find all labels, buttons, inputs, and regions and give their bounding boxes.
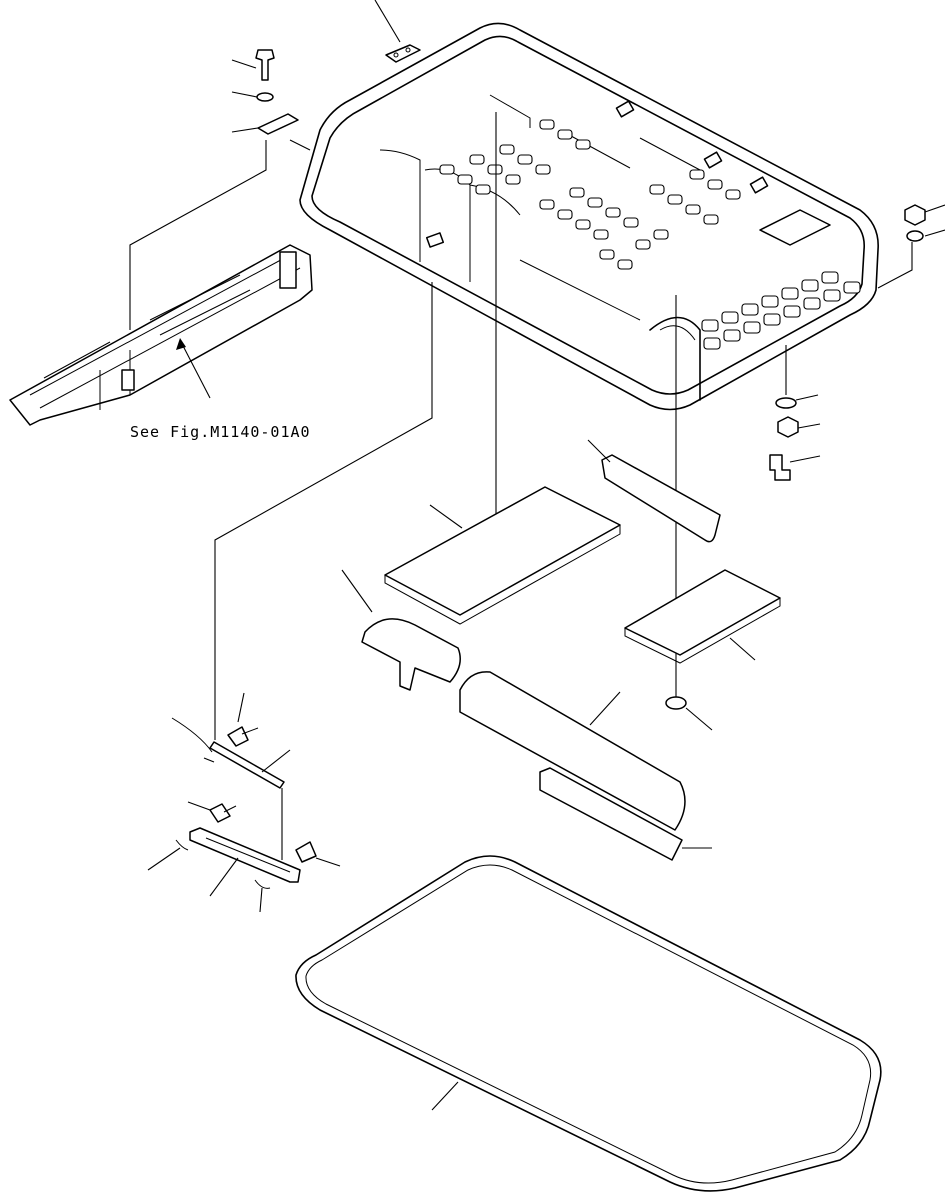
washer-lower: [775, 394, 819, 409]
pin: [227, 692, 259, 747]
pin-right: [295, 841, 341, 867]
hinge-plate-upper: [231, 113, 311, 151]
trim-strip-curved: [341, 569, 461, 691]
trim-strip-long: [459, 671, 686, 831]
washer-right: [906, 229, 945, 242]
hinge-bar: [171, 717, 291, 789]
roof-cover: [299, 22, 879, 411]
vent-slots: [439, 119, 861, 350]
washer: [231, 91, 274, 102]
insulation-pad-right: [624, 569, 781, 664]
nut-lower: [777, 416, 821, 438]
figure-reference-label[interactable]: See Fig.M1140-01A0: [130, 423, 311, 441]
bolt: [231, 49, 275, 81]
nut: [904, 204, 945, 226]
trim-strip-top: [587, 439, 721, 543]
bolt-lower: [769, 454, 821, 481]
roof-frame: [9, 244, 313, 426]
hinge-plate: [374, 0, 421, 63]
seal-ring: [295, 855, 882, 1192]
trim-strip-flat: [539, 767, 712, 861]
hinge-bracket: [147, 827, 301, 913]
pin-lower: [187, 801, 237, 823]
insulation-pad: [384, 486, 621, 625]
washer-bottom: [665, 696, 713, 731]
